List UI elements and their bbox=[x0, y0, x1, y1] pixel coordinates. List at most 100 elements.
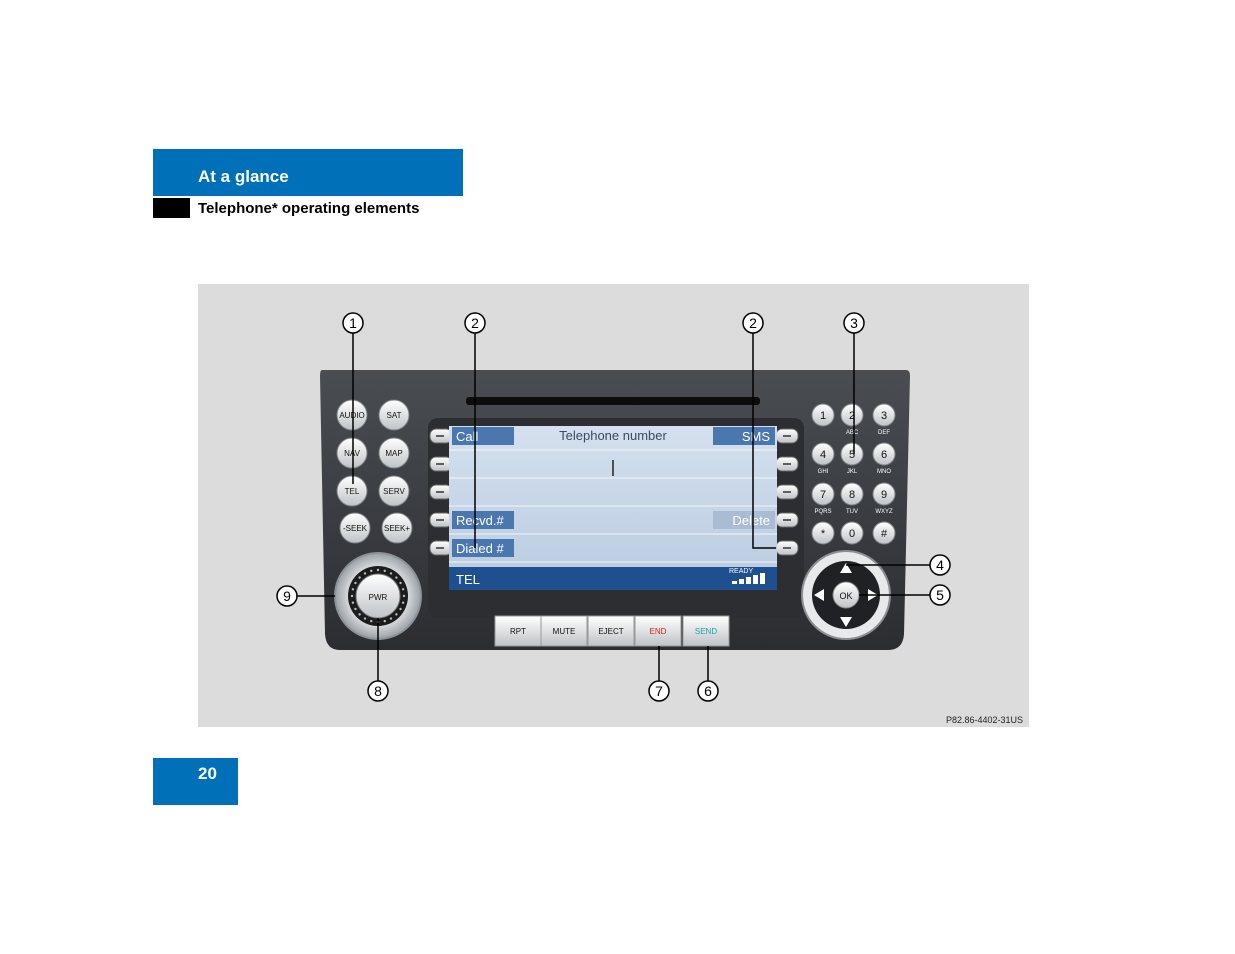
button-sat[interactable] bbox=[378, 399, 410, 431]
button-tel-label: TEL bbox=[345, 487, 360, 496]
power-label: PWR bbox=[369, 593, 388, 602]
knob-dot bbox=[389, 617, 393, 620]
key-9[interactable] bbox=[872, 482, 896, 506]
callout-6 bbox=[697, 680, 719, 702]
callout-4 bbox=[929, 554, 951, 576]
key-9-letters: WXYZ bbox=[875, 509, 893, 515]
signal-bar bbox=[746, 577, 751, 584]
key-3-letters: DEF bbox=[878, 430, 890, 436]
key-star[interactable] bbox=[811, 521, 835, 545]
key-1[interactable] bbox=[811, 403, 835, 427]
button-end[interactable] bbox=[634, 615, 682, 647]
key-8-digit: 8 bbox=[849, 489, 855, 501]
figure-code: P82.86-4402-31US bbox=[945, 715, 1023, 725]
key-5-digit: 5 bbox=[849, 449, 855, 461]
header-band bbox=[153, 149, 463, 196]
arrow-up-icon[interactable] bbox=[840, 563, 852, 573]
key-4-letters: GHI bbox=[818, 469, 829, 475]
key-9-digit: 9 bbox=[881, 489, 887, 501]
button-seek-label: SEEK+ bbox=[384, 524, 410, 533]
button-seek[interactable] bbox=[339, 512, 371, 544]
key-7[interactable] bbox=[811, 482, 835, 506]
knob-dot bbox=[363, 572, 367, 575]
key-5[interactable] bbox=[840, 442, 864, 466]
callout-2-number: 2 bbox=[471, 315, 479, 331]
callout-8 bbox=[367, 680, 389, 702]
knob-dot bbox=[370, 619, 373, 623]
key-0-digit: 0 bbox=[849, 528, 855, 540]
button-send[interactable] bbox=[682, 615, 730, 647]
knob-dot bbox=[402, 594, 406, 598]
callout-2 bbox=[464, 312, 486, 334]
knob-dot bbox=[399, 581, 402, 585]
knob-dot bbox=[354, 581, 357, 585]
subsection-title: Telephone* operating elements bbox=[198, 200, 420, 217]
knob-dot bbox=[351, 601, 355, 604]
key-2[interactable] bbox=[840, 403, 864, 427]
button-eject[interactable] bbox=[587, 615, 635, 647]
key-5-letters: JKL bbox=[847, 469, 858, 475]
button-map[interactable] bbox=[378, 437, 410, 469]
status-ready: READY bbox=[729, 568, 753, 575]
arrow-down-icon[interactable] bbox=[840, 617, 852, 627]
screen-softkey-right-1-label: SMS bbox=[742, 429, 771, 444]
callout-9-number: 9 bbox=[283, 588, 291, 604]
signal-strength-icon bbox=[732, 573, 765, 584]
callout-2-leader bbox=[752, 333, 776, 549]
button-audio[interactable] bbox=[336, 399, 368, 431]
key-3[interactable] bbox=[872, 403, 896, 427]
screen-softkey-left-4-label: Recvd.# bbox=[456, 513, 504, 528]
button-rpt[interactable] bbox=[494, 615, 542, 647]
key-8[interactable] bbox=[840, 482, 864, 506]
signal-bar bbox=[753, 575, 758, 584]
callout-1-number: 1 bbox=[349, 315, 357, 331]
button-map-label: MAP bbox=[385, 449, 402, 458]
knob-dot bbox=[383, 569, 386, 573]
callout-7 bbox=[648, 680, 670, 702]
knob-dot bbox=[401, 588, 405, 591]
button-mute[interactable] bbox=[540, 615, 588, 647]
screen-softkey-right-4[interactable] bbox=[713, 511, 775, 529]
key-4[interactable] bbox=[811, 442, 835, 466]
key-0[interactable] bbox=[840, 521, 864, 545]
knob-dot bbox=[358, 613, 361, 616]
signal-bar bbox=[760, 573, 765, 584]
key-hash[interactable] bbox=[872, 521, 896, 545]
button-end-label: END bbox=[650, 627, 667, 636]
cd-slot bbox=[466, 397, 760, 405]
button-serv-label: SERV bbox=[383, 487, 405, 496]
button-seek[interactable] bbox=[381, 512, 413, 544]
button-nav[interactable] bbox=[336, 437, 368, 469]
screen-softkey-right-4-label: Delete bbox=[732, 513, 770, 528]
screen-title: Telephone number bbox=[559, 428, 667, 443]
arrow-left-icon[interactable] bbox=[814, 589, 824, 601]
key-6[interactable] bbox=[872, 442, 896, 466]
knob-dot bbox=[376, 568, 380, 572]
callout-6-number: 6 bbox=[704, 683, 712, 699]
button-tel[interactable] bbox=[336, 475, 368, 507]
knob-dot bbox=[358, 576, 361, 579]
key-hash-digit: # bbox=[881, 528, 888, 540]
button-rpt-label: RPT bbox=[510, 627, 526, 636]
callout-8-number: 8 bbox=[374, 683, 382, 699]
key-2-digit: 2 bbox=[849, 410, 855, 422]
button-sat-label: SAT bbox=[387, 411, 402, 420]
screen-softkey-left-5[interactable] bbox=[452, 539, 514, 557]
key-6-digit: 6 bbox=[881, 449, 887, 461]
knob-dot bbox=[395, 613, 398, 616]
knob-dot bbox=[399, 607, 402, 611]
screen-softkey-left-4[interactable] bbox=[452, 511, 514, 529]
button-send-label: SEND bbox=[695, 627, 717, 636]
callout-2-number: 2 bbox=[749, 315, 757, 331]
screen-softkey-right-1[interactable] bbox=[713, 427, 775, 445]
callout-1 bbox=[342, 312, 364, 334]
button-serv[interactable] bbox=[378, 475, 410, 507]
screen-softkey-left-1[interactable] bbox=[452, 427, 514, 445]
key-7-digit: 7 bbox=[820, 489, 826, 501]
key-1-digit: 1 bbox=[820, 410, 826, 422]
